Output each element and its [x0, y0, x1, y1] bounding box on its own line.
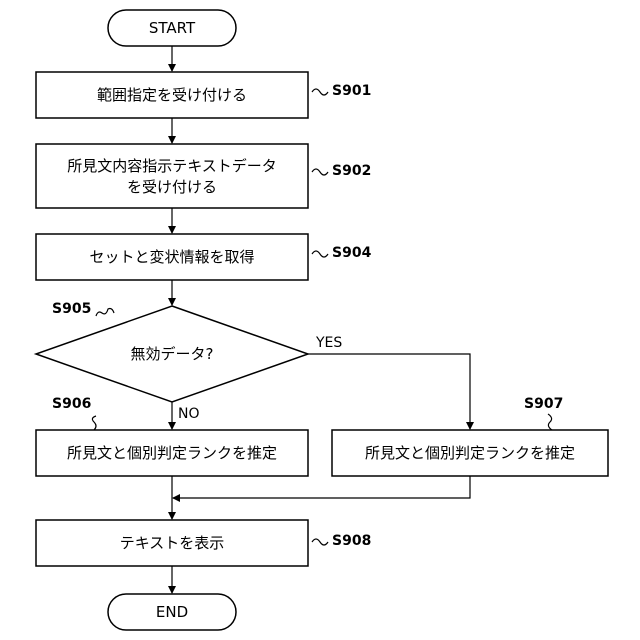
- leader-s906: [92, 416, 96, 430]
- end-label: END: [108, 602, 236, 622]
- step-s901-text: 範囲指定を受け付ける: [36, 85, 308, 105]
- step-s904-label: S904: [332, 244, 371, 262]
- step-s908-text: テキストを表示: [36, 533, 308, 553]
- step-s902-label: S902: [332, 162, 371, 180]
- step-s904-text: セットと変状情報を取得: [36, 247, 308, 267]
- step-s907-text: 所見文と個別判定ランクを推定: [332, 443, 608, 463]
- start-label: START: [108, 18, 236, 38]
- step-s902-text-line2: を受け付ける: [36, 177, 308, 197]
- leader-s905: [96, 309, 114, 317]
- step-s901-label: S901: [332, 82, 371, 100]
- tilde-s901: [312, 89, 328, 95]
- step-s906-text: 所見文と個別判定ランクを推定: [36, 443, 308, 463]
- decision-s905-text: 無効データ?: [72, 344, 272, 364]
- tilde-s904: [312, 251, 328, 257]
- tilde-s902: [312, 169, 328, 175]
- step-s907-label: S907: [524, 395, 563, 413]
- step-s902-box: [36, 144, 308, 208]
- connector-s907-merge: [173, 476, 470, 498]
- connector-s905-s907-yes: [308, 354, 470, 429]
- step-s905-label: S905: [52, 300, 91, 318]
- step-s908-label: S908: [332, 532, 371, 550]
- step-s902-text-line1: 所見文内容指示テキストデータ: [36, 156, 308, 176]
- tilde-s908: [312, 539, 328, 545]
- branch-yes-label: YES: [316, 334, 342, 352]
- leader-s907: [548, 414, 552, 430]
- branch-no-label: NO: [178, 405, 200, 423]
- step-s906-label: S906: [52, 395, 91, 413]
